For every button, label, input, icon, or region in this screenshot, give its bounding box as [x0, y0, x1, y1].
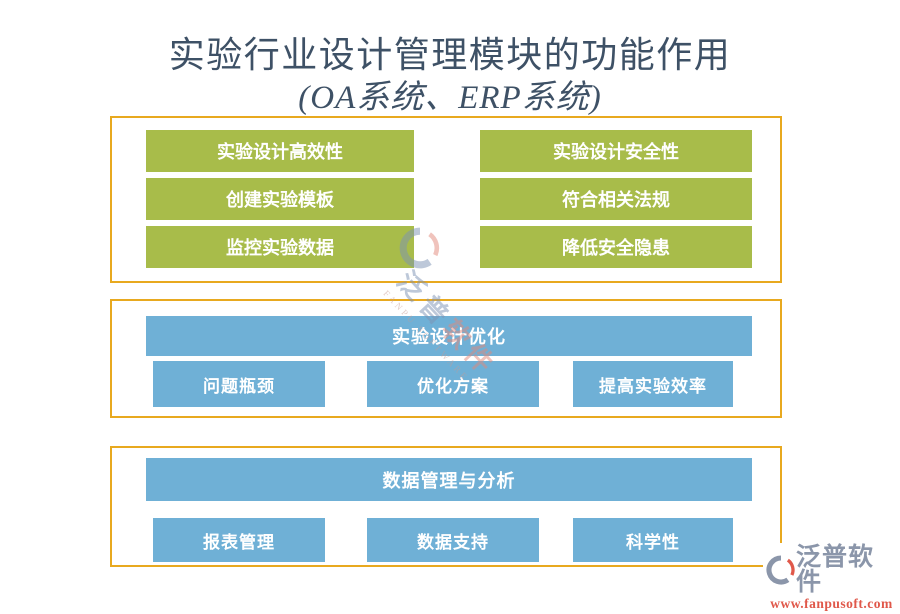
- optimization-box-bottleneck: 问题瓶颈: [153, 361, 325, 407]
- benefit-box-safety: 实验设计安全性: [480, 130, 752, 172]
- benefit-box-monitoring: 监控实验数据: [146, 226, 414, 268]
- benefit-box-efficiency: 实验设计高效性: [146, 130, 414, 172]
- data-box-support: 数据支持: [367, 518, 539, 562]
- fanpu-logo: 泛普软件 www.fanpusoft.com: [763, 543, 900, 614]
- data-box-reports: 报表管理: [153, 518, 325, 562]
- optimization-box-plan: 优化方案: [367, 361, 539, 407]
- fanpu-website-url: www.fanpusoft.com: [770, 596, 893, 611]
- optimization-box-efficiency: 提高实验效率: [573, 361, 733, 407]
- panel-benefits: 实验设计高效性 创建实验模板 监控实验数据 实验设计安全性 符合相关法规 降低安…: [110, 116, 782, 283]
- page-subtitle: (OA系统、ERP系统): [298, 80, 602, 116]
- panel-data-management: 数据管理与分析 报表管理 数据支持 科学性: [110, 446, 782, 567]
- panel-optimization: 实验设计优化 问题瓶颈 优化方案 提高实验效率: [110, 299, 782, 418]
- fanpu-logo-icon: [766, 555, 795, 585]
- benefit-box-regulations: 符合相关法规: [480, 178, 752, 220]
- benefit-box-template: 创建实验模板: [146, 178, 414, 220]
- benefit-box-risk: 降低安全隐患: [480, 226, 752, 268]
- fanpu-logo-name: 泛普软件: [796, 544, 875, 596]
- data-management-header: 数据管理与分析: [146, 458, 752, 501]
- data-box-scientific: 科学性: [573, 518, 733, 562]
- page-title: 实验行业设计管理模块的功能作用: [168, 35, 732, 75]
- optimization-header: 实验设计优化: [146, 316, 752, 356]
